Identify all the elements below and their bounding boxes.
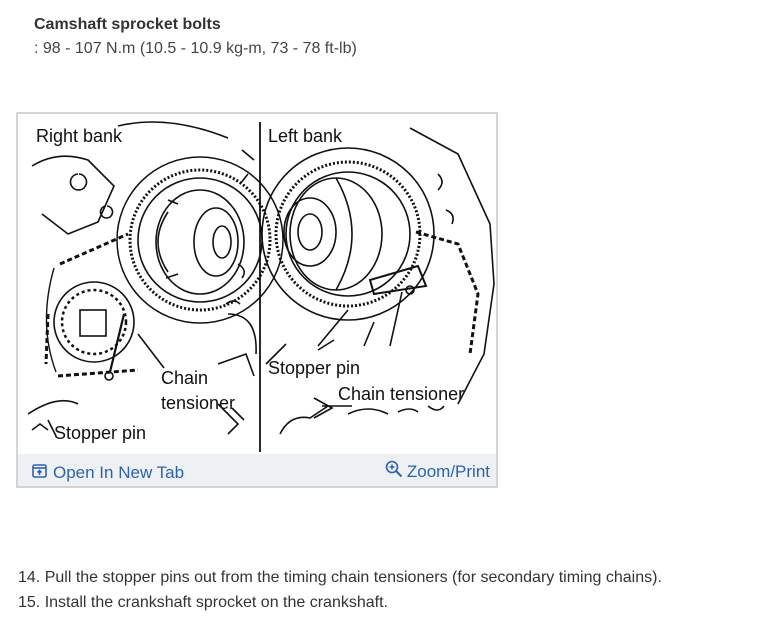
label-right-bank: Right bank: [36, 126, 123, 146]
spec-value: : 98 - 107 N.m (10.5 - 10.9 kg-m, 73 - 7…: [34, 40, 357, 57]
zoom-print-label: Zoom/Print: [406, 461, 490, 481]
spec-title: Camshaft sprocket bolts: [34, 16, 221, 33]
camshaft-diagram[interactable]: Right bank Left bank Chain tensioner Sto…: [18, 114, 496, 454]
label-chain-tensioner-left: Chain tensioner: [338, 384, 464, 404]
zoom-in-icon: [385, 460, 403, 483]
label-chain: Chain: [161, 368, 208, 388]
label-stopper-pin-left: Stopper pin: [268, 358, 360, 378]
open-in-new-tab-label: Open In New Tab: [53, 463, 185, 482]
open-in-new-tab-icon: [32, 463, 47, 483]
zoom-print-link[interactable]: Zoom/Print: [385, 460, 490, 483]
figure-container: Right bank Left bank Chain tensioner Sto…: [16, 112, 498, 488]
label-stopper-pin-right: Stopper pin: [54, 423, 146, 443]
step-15: 15. Install the crankshaft sprocket on t…: [18, 594, 388, 611]
instruction-steps: 14. Pull the stopper pins out from the t…: [18, 565, 662, 615]
figure-footer: Open In New Tab Zoom/Print: [18, 454, 496, 486]
step-14: 14. Pull the stopper pins out from the t…: [18, 569, 662, 586]
label-tensioner: tensioner: [161, 393, 235, 413]
label-left-bank: Left bank: [268, 126, 343, 146]
open-in-new-tab-link[interactable]: Open In New Tab: [32, 463, 184, 483]
